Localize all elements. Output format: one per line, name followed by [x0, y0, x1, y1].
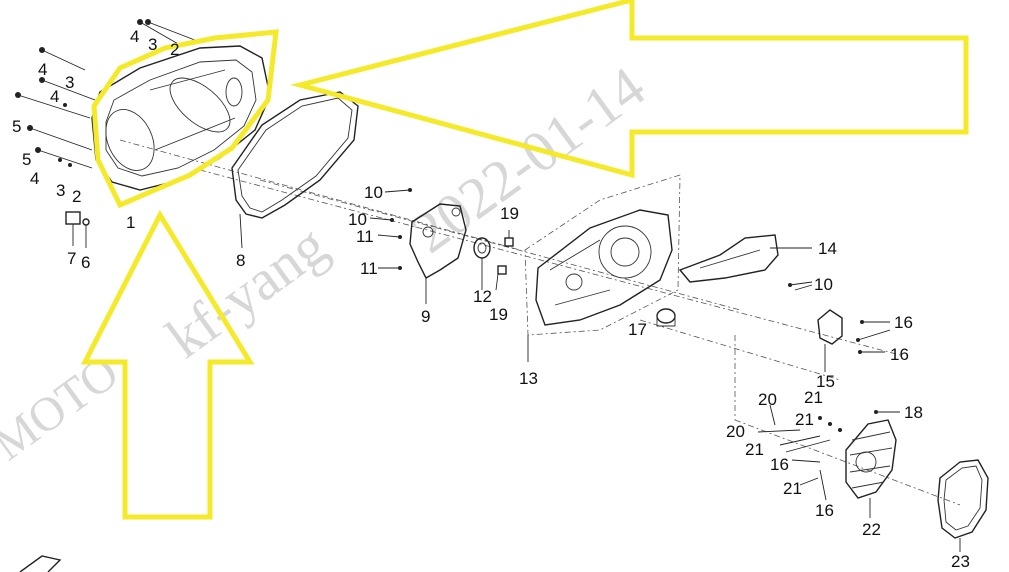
callout-14: 14 — [818, 239, 837, 258]
callout-5: 5 — [12, 117, 21, 136]
callout-5: 5 — [22, 150, 31, 169]
callout-8: 8 — [236, 251, 245, 270]
callout-20: 20 — [758, 390, 777, 409]
bolt-part-19 — [495, 230, 514, 291]
gasket-part-23 — [937, 459, 989, 552]
callout-3: 3 — [148, 35, 157, 54]
callout-4: 4 — [130, 27, 139, 46]
callout-3: 3 — [56, 181, 65, 200]
callout-15: 15 — [816, 372, 835, 391]
callout-21: 21 — [745, 440, 764, 459]
callout-2: 2 — [170, 40, 179, 59]
callout-18: 18 — [904, 403, 923, 422]
cover-part-22 — [845, 419, 897, 518]
callout-19: 19 — [500, 204, 519, 223]
callout-12: 12 — [473, 287, 492, 306]
callout-17: 17 — [628, 320, 647, 339]
inner-housing-part-13 — [524, 174, 681, 362]
bushing-part-17 — [656, 308, 676, 327]
callout-6: 6 — [81, 253, 90, 272]
plate-screws — [369, 188, 412, 270]
arrow-up — [80, 209, 255, 520]
highlight-outline-part-1 — [91, 29, 279, 209]
callout-9: 9 — [421, 307, 430, 326]
callout-1: 1 — [126, 213, 135, 232]
gasket-part-8 — [231, 91, 359, 249]
bottom-right-hardware — [757, 404, 900, 501]
watermark-date: 2022-01-14 — [399, 54, 656, 266]
callout-16: 16 — [770, 455, 789, 474]
callout-4: 4 — [50, 87, 59, 106]
callout-16: 16 — [815, 501, 834, 520]
callout-4: 4 — [38, 60, 47, 79]
highlight-arrows — [80, 0, 969, 520]
callout-23: 23 — [951, 552, 970, 571]
bracket-part-14 — [678, 234, 812, 283]
outer-cover-part-1 — [91, 45, 271, 191]
watermark: 2022-01-14 kf-yang MOTO — [0, 54, 657, 471]
callout-21: 21 — [804, 388, 823, 407]
callout-21: 21 — [795, 410, 814, 429]
callout-7: 7 — [67, 249, 76, 268]
callout-11: 11 — [360, 259, 378, 278]
washer-part-6 — [82, 218, 90, 248]
callout-3: 3 — [65, 73, 74, 92]
callout-19: 19 — [489, 305, 508, 324]
callout-10: 10 — [364, 183, 383, 202]
arrow-left — [290, 0, 969, 179]
callout-13: 13 — [519, 369, 538, 388]
callout-16: 16 — [890, 345, 909, 364]
callout-10: 10 — [814, 275, 833, 294]
callout-2: 2 — [72, 187, 81, 206]
cover-plate-part-9 — [409, 203, 467, 304]
callout-21: 21 — [783, 479, 802, 498]
callout-16: 16 — [894, 313, 913, 332]
cover-bolts — [15, 19, 201, 169]
callout-4: 4 — [30, 169, 39, 188]
callout-labels: 4 3 2 4 3 4 5 5 4 3 2 1 7 6 8 10 10 11 1… — [12, 27, 970, 571]
oil-seal-part-12 — [473, 237, 491, 290]
watermark-user: kf-yang — [154, 212, 338, 371]
corner-fragment — [19, 555, 62, 572]
callout-11: 11 — [356, 227, 374, 246]
callout-22: 22 — [862, 520, 881, 539]
assembly-axis-lines — [119, 139, 961, 506]
right-bolts — [788, 281, 891, 354]
callout-20: 20 — [726, 422, 745, 441]
callout-10: 10 — [348, 210, 367, 229]
gasket-part-15 — [817, 309, 843, 372]
plug-part-7 — [65, 211, 81, 246]
